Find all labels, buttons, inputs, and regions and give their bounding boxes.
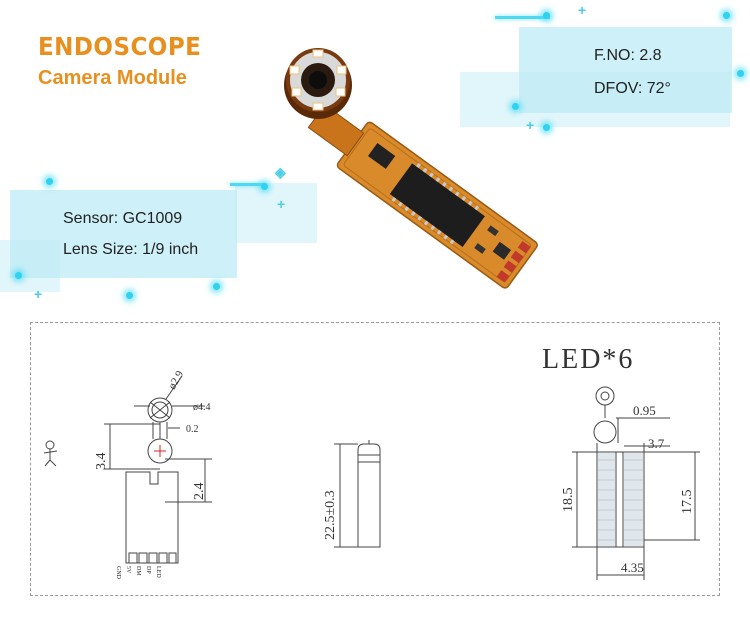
glow-accent: [495, 16, 550, 19]
product-title: ENDOSCOPE: [38, 32, 202, 61]
glow-dot: [723, 12, 730, 19]
pin-label-5v: 5V: [125, 566, 131, 574]
glow-dot: [512, 103, 519, 110]
glow-dot: [261, 183, 268, 190]
pin-label-gnd: GND: [115, 566, 121, 580]
glow-dot: [737, 70, 744, 77]
glow-dot: [15, 272, 22, 279]
glow-dot: [543, 124, 550, 131]
spec-card-sensor: [10, 190, 237, 278]
plus-deco: ◈: [275, 164, 286, 180]
plus-deco: +: [526, 117, 535, 133]
plus-deco: +: [277, 196, 286, 212]
sensor-value: Sensor: GC1009: [63, 210, 183, 227]
dim-top-height: 3.4: [94, 453, 109, 471]
dim-height-right: 17.5: [680, 490, 695, 515]
dim-height-left: 18.5: [561, 488, 576, 513]
pin-label-dm: DM: [135, 566, 141, 576]
dim-diameter-lens: ø2.9: [166, 368, 186, 391]
fno-value: F.NO: 2.8: [594, 47, 662, 64]
dim-led-offset: 0.95: [633, 403, 656, 418]
pin-label-led: LED: [155, 566, 161, 578]
deco-panel: [235, 183, 317, 243]
pin-label-dp: DP: [145, 566, 151, 574]
glow-dot: [46, 178, 53, 185]
dim-length: 22.5±0.3: [323, 490, 338, 540]
dim-width-top: 3.7: [648, 436, 665, 451]
glow-dot: [126, 292, 133, 299]
glow-dot: [543, 12, 550, 19]
dim-diameter-ring: ø4.4: [193, 402, 211, 413]
plus-deco: +: [578, 2, 587, 18]
dim-gap: 0.2: [186, 424, 199, 435]
glow-accent: [230, 183, 265, 186]
led-count-label: LED*6: [542, 344, 634, 375]
technical-drawing-frame: [30, 322, 720, 596]
dim-mid-height: 2.4: [192, 483, 207, 501]
lens-size-value: Lens Size: 1/9 inch: [63, 241, 199, 258]
plus-deco: +: [34, 286, 43, 302]
dfov-value: DFOV: 72°: [594, 80, 671, 97]
glow-dot: [213, 283, 220, 290]
spec-card-optics: [519, 27, 732, 113]
product-subtitle: Camera Module: [38, 67, 187, 89]
dim-width-bottom: 4.35: [621, 560, 644, 575]
